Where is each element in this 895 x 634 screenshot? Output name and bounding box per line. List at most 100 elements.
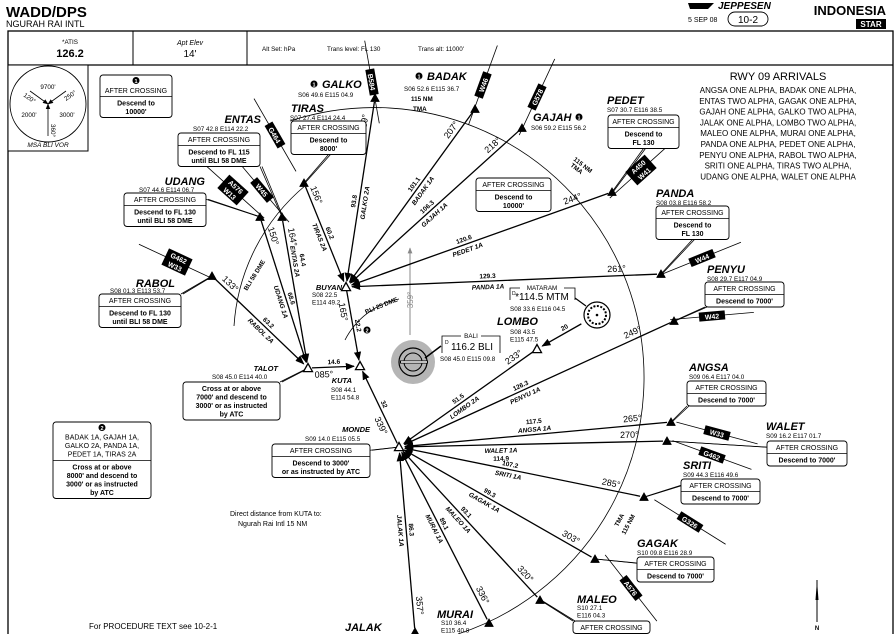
note-body-line: by ATC [220, 412, 244, 419]
airport-name: NGURAH RAI INTL [6, 19, 85, 29]
arrival-procedure-line: PENYU ONE ALPHA, RABOL TWO ALPHA, [699, 151, 856, 160]
fix-name: MURAI [437, 609, 474, 621]
fix-coordinates: S07 44.6 E114 06.7 [139, 187, 195, 194]
route-track: 133° [220, 274, 241, 294]
airway-designator: W46 [468, 45, 498, 125]
fix-name: MONDE [342, 425, 371, 434]
fix-coordinates: S10 09.8 E116 28.9 [637, 550, 693, 557]
fix-name: SRITI [683, 460, 712, 472]
fix-coordinates: S06 49.6 E115 04.9 [298, 92, 354, 99]
route-distance: 114.9 [493, 456, 509, 463]
fix-name: GAGAK [637, 538, 679, 550]
compulsory-reporting-point-icon [277, 211, 287, 221]
note-header: AFTER CROSSING [644, 561, 706, 568]
note-header: AFTER CROSSING [580, 625, 642, 632]
fix-jalak[interactable]: JALAK [345, 622, 420, 634]
compulsory-reporting-point-icon [656, 268, 666, 278]
route-track: 270° [620, 430, 639, 440]
fix-coordinates: S08 22.5 [312, 292, 338, 299]
airport-elevation: 14' [183, 49, 196, 60]
route-name: JALAK 1A [395, 515, 405, 548]
route-line [214, 278, 305, 365]
arrival-procedure-line: ENTAS TWO ALPHA, GAGAK ONE ALPHA, [699, 97, 857, 106]
route-line [344, 101, 376, 282]
route-line [401, 451, 488, 620]
bali-frequency: 116.2 BLI [451, 342, 493, 353]
fix-name: MALEO [577, 594, 617, 606]
route-track: 165° [337, 302, 350, 322]
route-track: 303° [560, 528, 581, 546]
svg-text:2: 2 [365, 329, 368, 335]
fix-coordinates: S10 36.4 [441, 620, 467, 627]
note-header: AFTER CROSSING [776, 445, 838, 452]
transition-level: Trans level: FL 130 [327, 46, 381, 53]
country: INDONESIA [814, 3, 887, 18]
route-line [348, 111, 474, 283]
route-track: 164° [286, 227, 299, 247]
fix-coordinates: S09 14.0 E115 05.5 [305, 436, 361, 443]
compulsory-reporting-point-icon [607, 186, 617, 196]
msa-diagram: 9700' 2000' 3000' 120° 250° 360° MSA BLI… [7, 64, 89, 152]
note-header: AFTER CROSSING [109, 298, 171, 305]
route-track: 261° [607, 263, 626, 274]
note-body-line: FL 130 [632, 140, 654, 147]
fix-name: LOMBO [497, 316, 538, 328]
fix-coordinates: S06 52.6 E115 36.7 [404, 86, 460, 93]
fix-coordinates: E114 54.8 [331, 395, 360, 402]
note-header: AFTER CROSSING [290, 448, 352, 455]
note-header: AFTER CROSSING [713, 286, 775, 293]
airway-designator: W42 [670, 310, 754, 322]
arrival-procedure-line: JALAK ONE ALPHA, LOMBO TWO ALPHA, [700, 118, 856, 127]
fix-monde[interactable]: MONDE S09 14.0 E115 05.5 [305, 425, 405, 452]
dme-marker: D [512, 291, 516, 297]
altimeter-setting: Alt Set: hPa [262, 46, 296, 53]
chart-type-badge [856, 19, 886, 29]
airway-label: W44 [695, 253, 711, 265]
route-distance: 20 [560, 323, 570, 333]
note-body-line: 10000' [503, 203, 524, 210]
route-distance: 93.8 [350, 194, 359, 208]
note-body-line: Cross at or above [72, 465, 131, 472]
route-distance: 129.3 [479, 273, 496, 281]
mataram-vor[interactable]: MATARAM D *114.5 MTM S08 33.6 E116 04.5 [509, 284, 611, 329]
note-body-line: Descend to 7000' [647, 574, 704, 581]
arrival-procedure-line: SRITI ONE ALPHA, TIRAS TWO ALPHA, [705, 162, 852, 171]
note-header: AFTER CROSSING [105, 88, 167, 95]
note-1-marker-icon [415, 72, 423, 80]
note-body-line: Descend to [674, 223, 712, 230]
note-header: AFTER CROSSING [134, 197, 196, 204]
arrivals-title: RWY 09 ARRIVALS [730, 71, 827, 83]
note-body-line: until BLI 58 DME [191, 158, 247, 165]
fix-name: JALAK [345, 622, 383, 634]
waypoint-icon [354, 360, 366, 371]
fix-coordinates: S07 30.7 E116 38.5 [607, 107, 663, 114]
bali-vor[interactable]: BALI D 116.2 BLI S08 45.0 E115 09.8 [391, 332, 501, 384]
inbound-course-label: 359° [406, 292, 415, 309]
note-body-line: Descend to 7000' [779, 458, 836, 465]
chart-number: 10-2 [738, 15, 758, 26]
